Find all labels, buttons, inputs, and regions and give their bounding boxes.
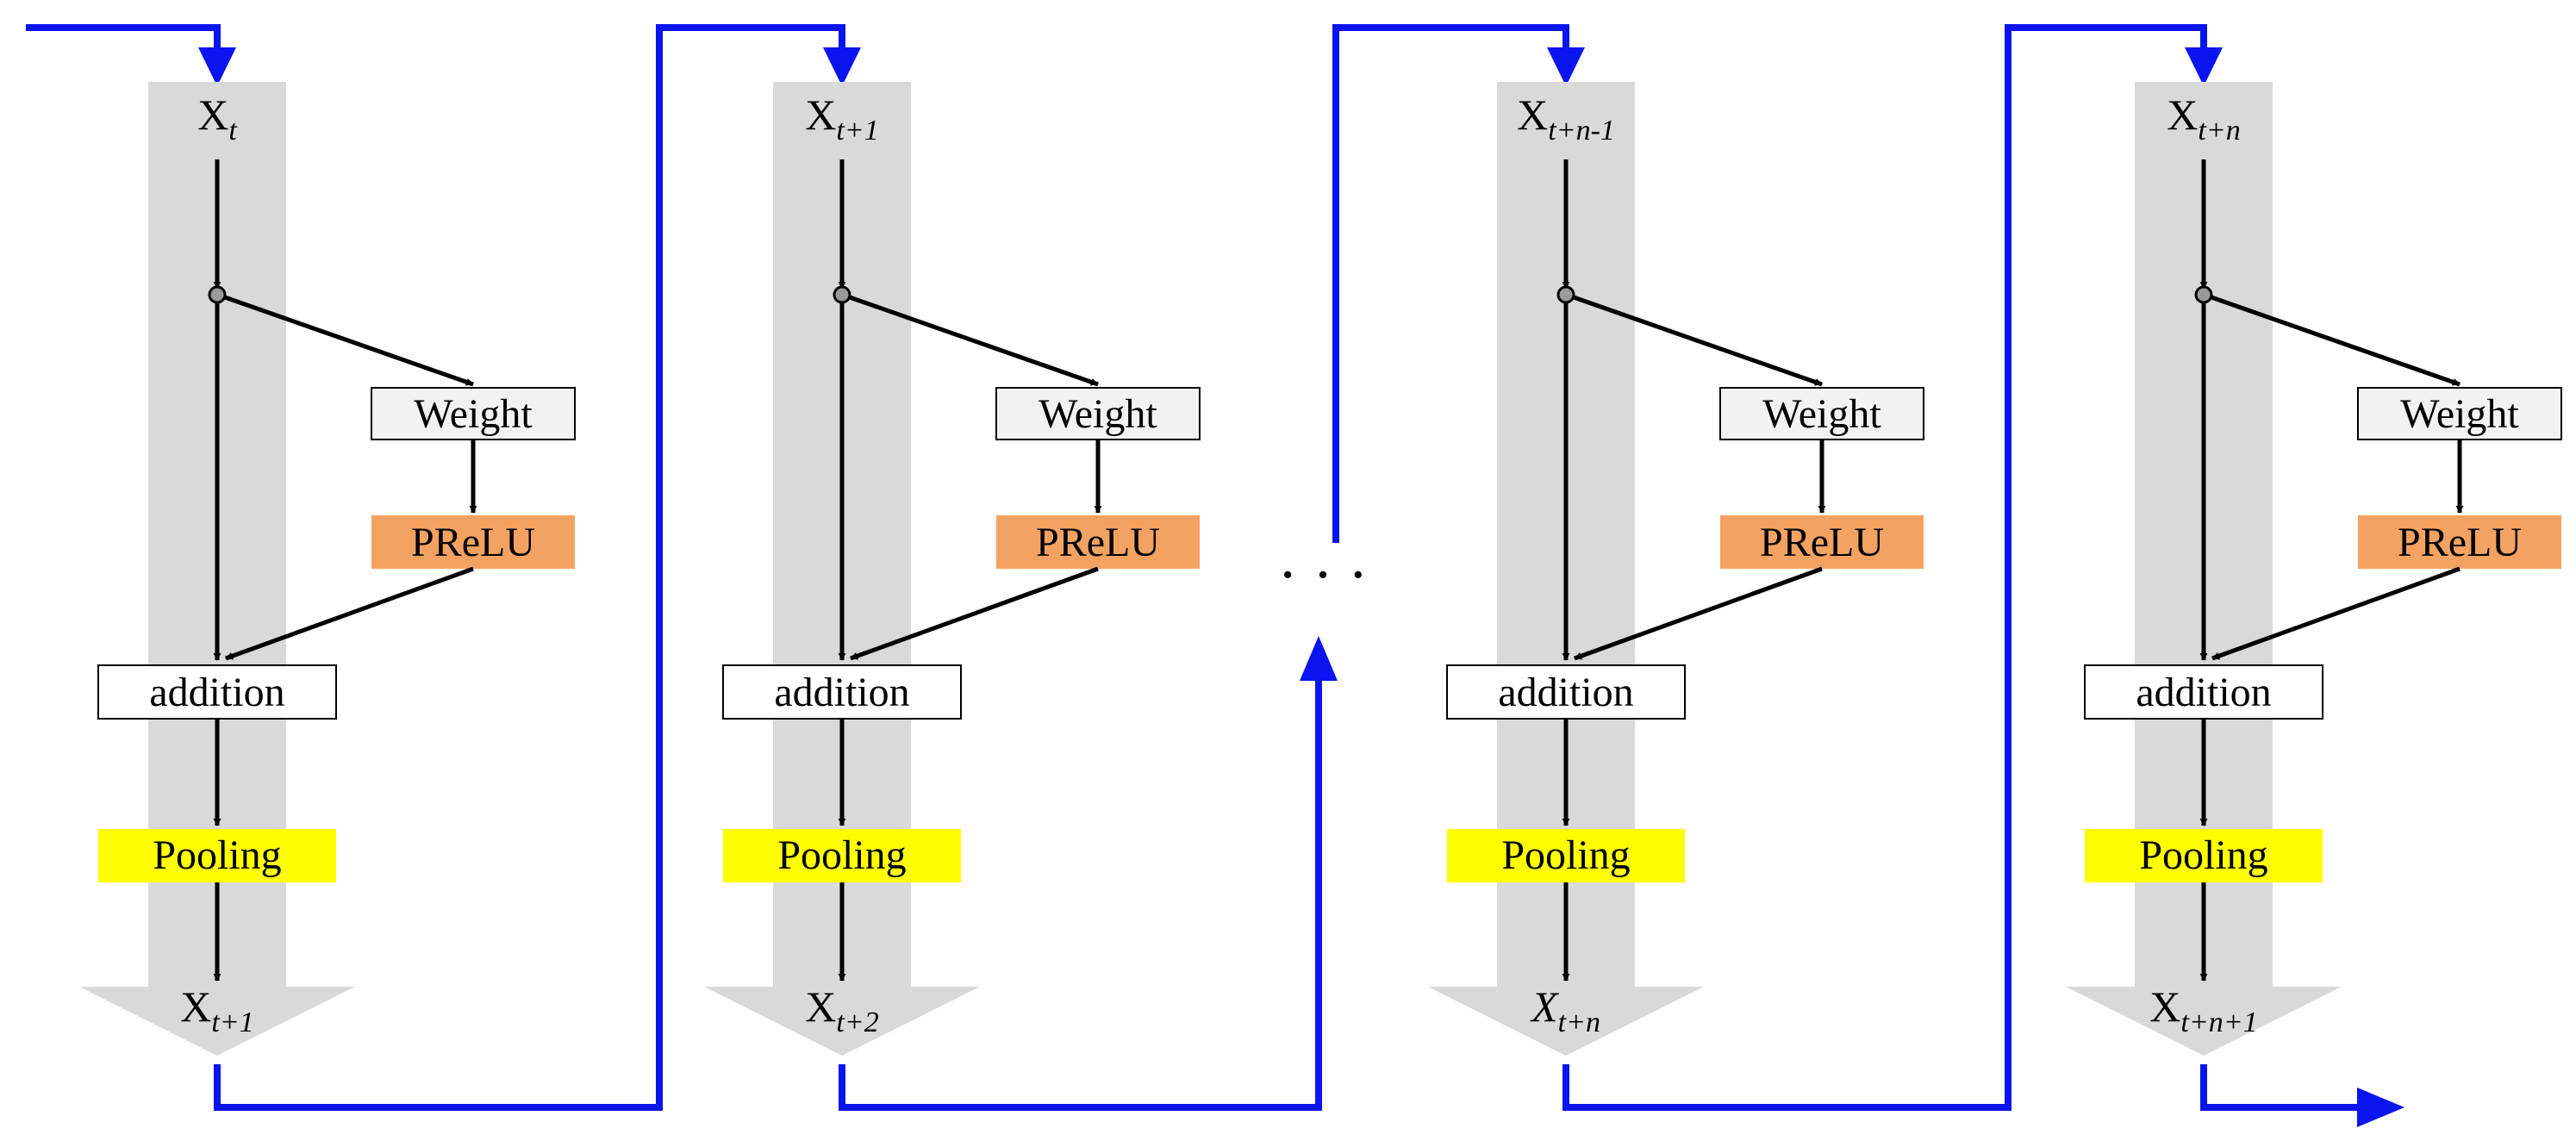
arrow-prelu-to-addition [225,566,474,661]
lane-arrowhead [2066,987,2342,1056]
addition-box [97,664,337,720]
output-label: Xt+n+1 [2149,982,2257,1038]
output-label: Xt+2 [805,982,879,1038]
input-label: Xt+n [2167,90,2241,146]
flow-arrowhead-up [1300,636,1338,681]
input-label: Xt+n-1 [1517,90,1615,146]
prelu-box [371,515,575,569]
lane-arrowhead [704,987,980,1056]
pooling-label: Pooling [2139,832,2267,878]
arrow-prelu-to-addition [850,566,1099,661]
flow-arrowhead-down-1 [198,47,236,86]
arrow-prelu-to-addition [2211,566,2461,661]
prelu-label: PReLU [1036,520,1160,565]
addition-label: addition [2136,670,2271,715]
prelu-label: PReLU [1760,520,1884,565]
prelu-label: PReLU [411,520,535,565]
arrow-node-to-weight [849,295,1099,387]
prelu-box [996,515,1200,569]
pooling-label: Pooling [153,832,281,878]
input-label: Xt+1 [805,90,879,146]
ellipsis-layer: · · · [1278,542,1369,608]
addition-label: addition [149,670,284,715]
pooling-box [2085,829,2323,882]
data-flow-line [26,24,2366,1111]
flow-arrowhead-down-2 [823,47,861,86]
addition-box [2084,664,2323,720]
weight-label: Weight [1039,391,1157,437]
lane-arrowhead [1428,987,1704,1056]
weight-label: Weight [1762,391,1881,437]
prelu-box [2358,515,2561,569]
split-node [2194,285,2213,304]
prelu-box [1720,515,1924,569]
blocks-layer: XtWeightPReLUadditionPoolingXt+1Xt+1Weig… [79,82,2562,1056]
flow-arrowhead-down-3 [1547,47,1585,86]
arrow-node-to-weight [224,295,474,387]
split-node [833,285,851,304]
arrow-node-to-weight [2211,295,2461,387]
lane-arrowhead [79,987,355,1056]
flow-arrowhead-down-4 [2185,47,2223,86]
input-label: Xt [197,90,238,146]
flow-arrowhead-right [2357,1088,2404,1127]
pooling-box [723,829,961,882]
addition-label: addition [1498,670,1633,715]
prelu-label: PReLU [2398,520,2522,565]
output-label: Xt+1 [180,982,254,1038]
ellipsis: · · · [1278,542,1369,608]
flow-layer [26,24,2404,1127]
pooling-label: Pooling [777,832,906,878]
split-node [1556,285,1575,304]
output-label: Xt+n [1530,982,1600,1038]
addition-box [1446,664,1686,720]
weight-label: Weight [2400,391,2519,437]
arrow-prelu-to-addition [1574,566,1823,661]
weight-label: Weight [414,391,533,437]
weight-box [1719,387,1924,440]
pooling-box [98,829,336,882]
weight-box [995,387,1201,440]
pooling-box [1447,829,1685,882]
addition-label: addition [774,670,909,715]
split-node [208,285,227,304]
weight-box [371,387,576,440]
arrow-node-to-weight [1573,295,1823,387]
pooling-label: Pooling [1501,832,1630,878]
